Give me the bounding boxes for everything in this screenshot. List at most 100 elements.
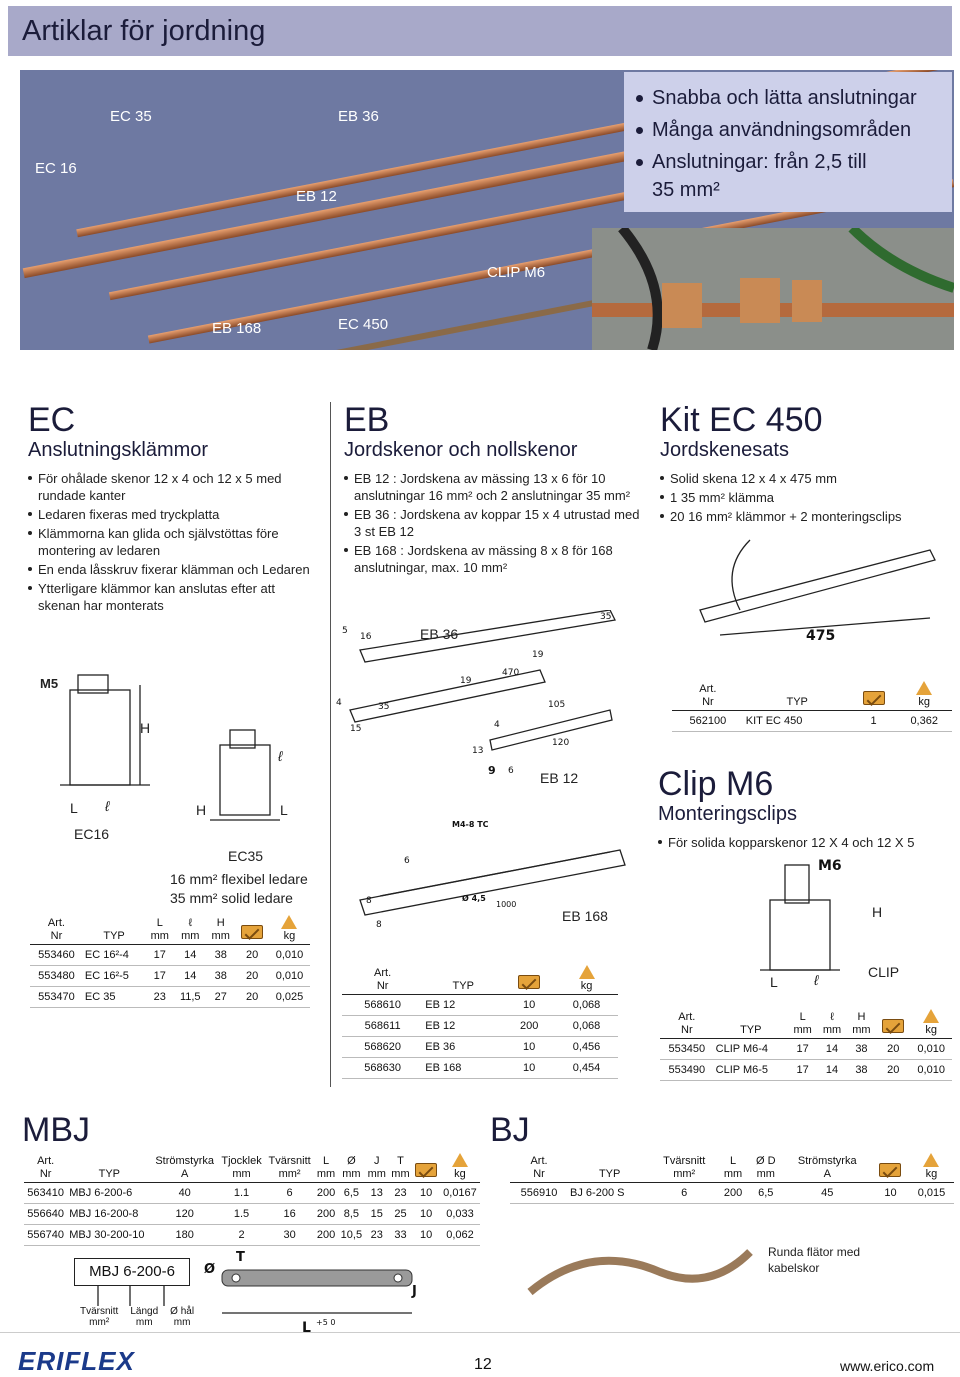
th-nr: Nr xyxy=(50,930,63,942)
table-cell: MBJ 6-200-6 xyxy=(67,1182,152,1204)
hero-bullets-box: Snabba och lätta anslutningar Många anvä… xyxy=(624,72,952,212)
eb-section: EB Jordskenor och nollskenor EB 12 : Jor… xyxy=(344,402,644,578)
box-icon xyxy=(241,925,264,939)
th-nr: Nr xyxy=(702,696,714,708)
table-cell: 0,010 xyxy=(910,1038,952,1060)
table-cell: 0,068 xyxy=(555,994,618,1016)
dim: 16 xyxy=(360,632,372,642)
th-art: Art. xyxy=(699,683,717,695)
table-cell: 0,454 xyxy=(555,1057,618,1079)
clip-label-m6: M6 xyxy=(818,858,842,874)
table-cell: 10 xyxy=(503,1057,556,1079)
th-mm: mm xyxy=(367,1168,386,1180)
table-cell: 10 xyxy=(503,994,556,1016)
table-cell: 120 xyxy=(151,1203,218,1225)
table-cell: EB 12 xyxy=(423,1015,504,1037)
eb-subtitle: Jordskenor och nollskenor xyxy=(344,439,578,461)
weight-icon xyxy=(451,1153,468,1167)
dim: 35 xyxy=(378,702,390,712)
th-kg: kg xyxy=(283,930,296,942)
th-nr: Nr xyxy=(681,1024,693,1036)
th-mm: mm xyxy=(181,930,200,942)
hero-bullet: Många användningsområden xyxy=(636,114,952,146)
table-cell: 0,015 xyxy=(908,1182,954,1204)
table-cell: 17 xyxy=(787,1038,818,1060)
table-cell: MBJ 16-200-8 xyxy=(67,1203,152,1225)
table-cell: 568610 xyxy=(342,994,424,1016)
bj-caption: Runda flätor med kabelskor xyxy=(768,1245,861,1275)
mbj-title: MBJ xyxy=(22,1111,90,1149)
kit-subtitle: Jordskenesats xyxy=(660,439,789,461)
website-link[interactable]: www.erico.com xyxy=(840,1358,935,1374)
table-cell: 38 xyxy=(846,1059,877,1081)
table-cell: EC 16²-4 xyxy=(82,944,146,966)
table-cell: EB 36 xyxy=(423,1036,504,1058)
hero-photo-clip xyxy=(592,228,954,350)
table-cell: 200 xyxy=(314,1224,338,1246)
mbj-legend-lines xyxy=(97,1286,165,1306)
ec-label-l2: L xyxy=(280,802,288,818)
th-kg: kg xyxy=(580,980,593,992)
dim: 19 xyxy=(532,650,544,660)
eb-bullet: EB 12 : Jordskena av mässing 13 x 6 för … xyxy=(344,470,644,504)
divider xyxy=(330,402,331,1087)
box-icon xyxy=(415,1163,438,1177)
eb-label-eb36: EB 36 xyxy=(420,626,459,642)
table-cell: 14 xyxy=(174,944,207,966)
table-cell: 11,5 xyxy=(174,986,207,1008)
dim: 8 xyxy=(366,896,372,906)
table-cell: 563410 xyxy=(24,1182,68,1204)
ec-title: EC xyxy=(28,401,76,439)
kit-bullet: 20 16 mm² klämmor + 2 monteringsclips xyxy=(660,508,950,525)
eb-label-eb12: EB 12 xyxy=(540,770,579,786)
dim: 13 xyxy=(472,746,484,756)
ec-bullet: Ledaren fixeras med tryckplatta xyxy=(28,506,318,523)
ec-note: 35 mm² solid ledare xyxy=(170,890,293,906)
table-cell: 6 xyxy=(651,1182,718,1204)
table-cell: 38 xyxy=(206,944,236,966)
eb-title: EB xyxy=(344,401,390,439)
ec-section: EC Anslutningsklämmor För ohålade skenor… xyxy=(28,402,318,616)
table-cell: 0,062 xyxy=(439,1224,480,1246)
th-dia: Ø xyxy=(347,1155,356,1167)
ec-label-l: L xyxy=(70,800,78,816)
table-cell: 30 xyxy=(265,1224,315,1246)
dim: 15 xyxy=(350,724,362,734)
table-cell: 14 xyxy=(817,1059,847,1081)
hero-bullet: Anslutningar: från 2,5 till xyxy=(636,146,952,178)
table-cell: 23 xyxy=(145,986,175,1008)
kit-dim: 475 xyxy=(806,628,836,644)
ec-label-ec35: EC35 xyxy=(228,848,264,864)
th-mm: mm xyxy=(391,1168,410,1180)
hero-label-ec450: EC 450 xyxy=(338,316,389,333)
clip-section: Clip M6 Monteringsclips För solida koppa… xyxy=(658,766,953,853)
weight-icon xyxy=(923,1153,940,1167)
th-typ: TYP xyxy=(713,1008,788,1039)
kit-section: Kit EC 450 Jordskenesats Solid skena 12 … xyxy=(660,402,950,527)
th-ell: ℓ xyxy=(188,917,193,929)
hero-label-eb12: EB 12 xyxy=(296,188,337,205)
th-kg: kg xyxy=(454,1168,466,1180)
clip-label-l: L xyxy=(770,974,778,990)
th-mm: mm xyxy=(342,1168,361,1180)
clip-label-ell: ℓ xyxy=(814,972,819,988)
kit-bullet: 1 35 mm² klämma xyxy=(660,489,950,506)
dim: M4-8 TC xyxy=(452,820,489,829)
dim: 35 xyxy=(600,612,612,622)
th-dia: Ø D xyxy=(755,1155,776,1167)
ec-bullet: En enda låsskruv fixerar klämman och Led… xyxy=(28,561,318,578)
ec-bullet: Ytterligare klämmor kan anslutas efter a… xyxy=(28,580,318,614)
table-cell: 568630 xyxy=(342,1057,424,1079)
ec-notes: 16 mm² flexibel ledare 35 mm² solid leda… xyxy=(170,870,308,908)
